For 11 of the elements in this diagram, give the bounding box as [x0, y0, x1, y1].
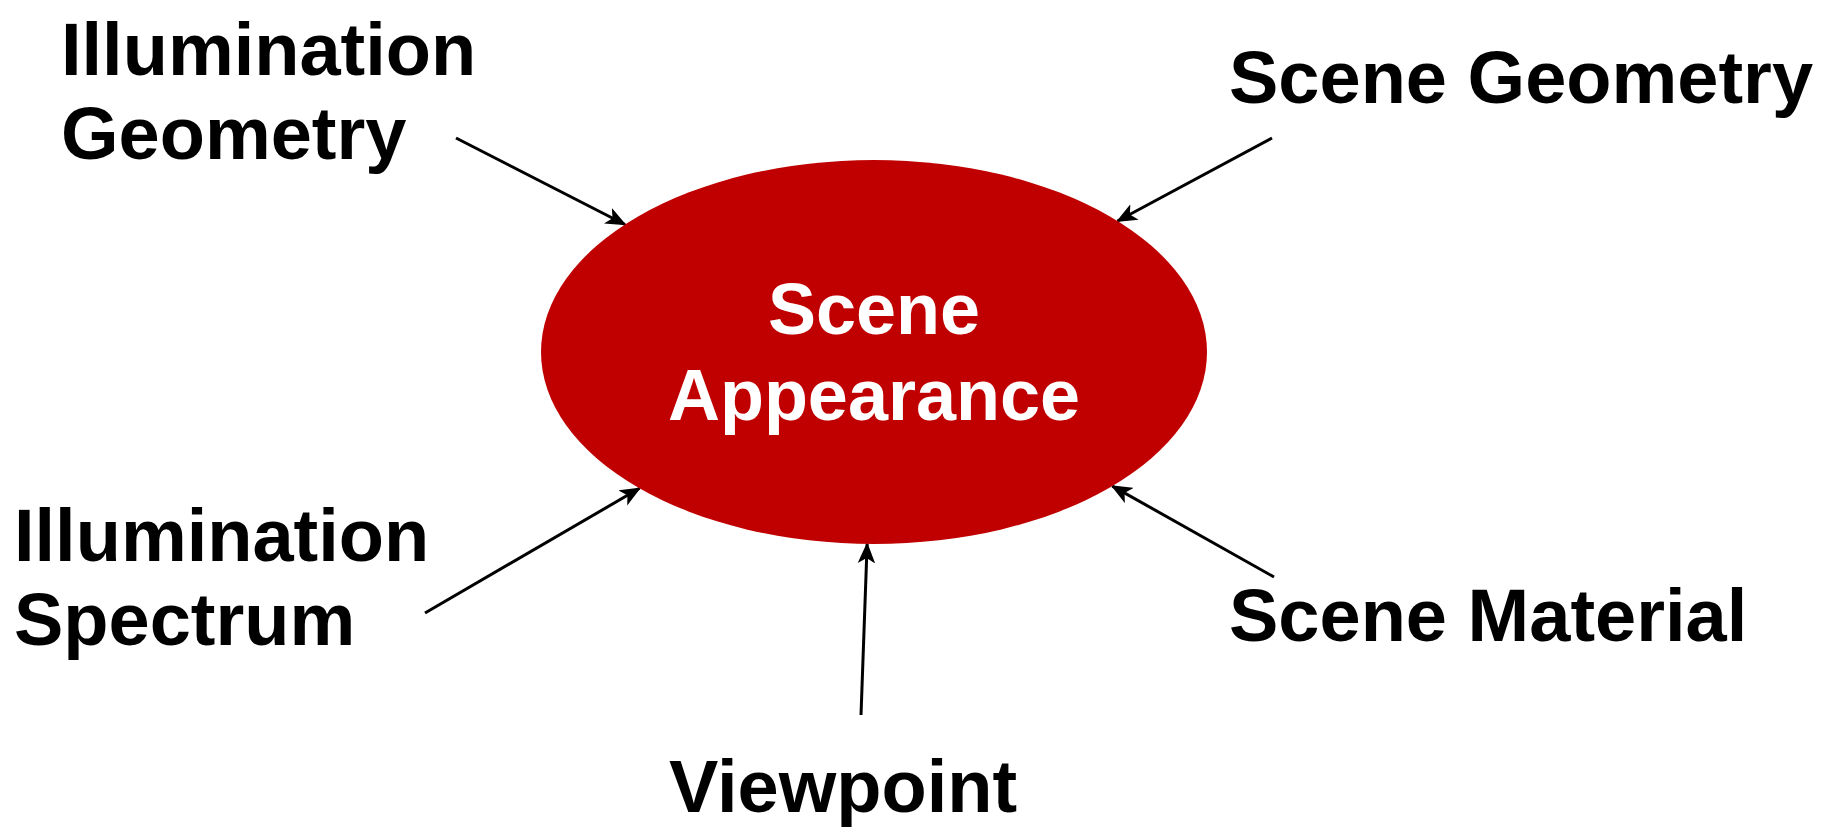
arrow: [1110, 484, 1275, 579]
factor-label: Illumination Spectrum: [14, 494, 430, 662]
factor-label: Scene Geometry: [1229, 36, 1814, 120]
factor-label: Viewpoint: [669, 745, 1018, 829]
arrow: [857, 542, 876, 716]
factor-label: Illumination Geometry: [61, 8, 477, 176]
arrow: [455, 136, 627, 226]
arrow: [1116, 136, 1273, 223]
node-label: Scene Appearance: [667, 268, 1081, 437]
arrow: [424, 487, 641, 615]
factor-label: Scene Material: [1229, 574, 1748, 658]
